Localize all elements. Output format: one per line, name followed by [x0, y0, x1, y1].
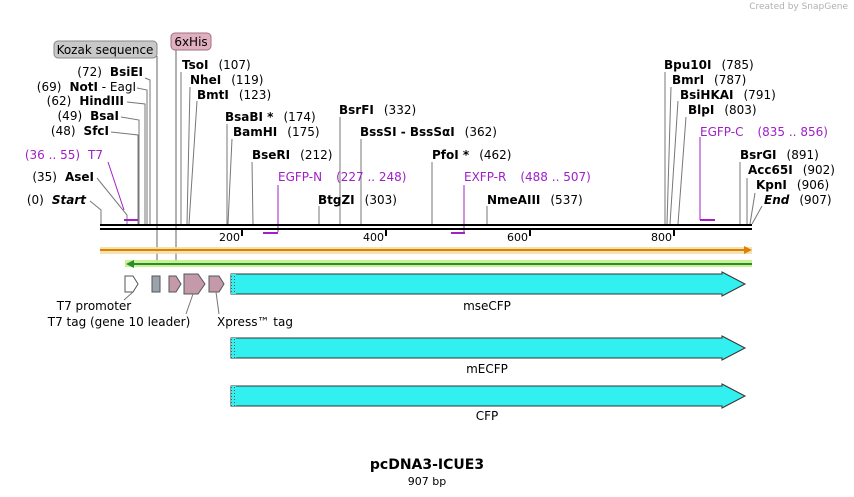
- feature-cfp[interactable]: [230, 383, 747, 409]
- primer-exfp-r[interactable]: EXFP-R(488 .. 507): [464, 170, 591, 184]
- feature-mecfp[interactable]: [230, 335, 747, 361]
- site-labels-left: (72)BsiEI (69)NotI - EagI (62)HindIII (4…: [25, 65, 143, 207]
- feature-kozak[interactable]: [151, 275, 161, 293]
- orf-forward[interactable]: [100, 246, 752, 254]
- site-tsoi[interactable]: TsoI(107): [182, 58, 251, 72]
- site-kpni[interactable]: KpnI(906): [756, 178, 829, 192]
- site-hindiii[interactable]: (62)HindIII: [47, 94, 124, 108]
- site-bsiei[interactable]: (72)BsiEI: [77, 65, 143, 79]
- label-cfp: CFP: [476, 409, 499, 423]
- primer-egfp-c[interactable]: EGFP-C(835 .. 856): [700, 125, 828, 139]
- callout-6xhis[interactable]: 6xHis: [170, 32, 212, 262]
- label-msecfp: mseCFP: [463, 299, 511, 313]
- feature-labels: T7 promoter T7 tag (gene 10 leader) Xpre…: [47, 291, 511, 423]
- dna-backbone: 200 400 600 800: [100, 224, 752, 244]
- plasmid-name: pcDNA3-ICUE3: [369, 457, 485, 473]
- site-bmri[interactable]: BmrI(787): [672, 73, 746, 87]
- site-bseri[interactable]: BseRI(212): [252, 148, 332, 162]
- kozak-label: Kozak sequence: [57, 43, 154, 57]
- site-btgzi[interactable]: BtgZI(303): [318, 193, 397, 207]
- site-acc65i[interactable]: Acc65I(902): [748, 163, 835, 177]
- site-bsihkai[interactable]: BsiHKAI(791): [680, 88, 776, 102]
- site-bpu10i[interactable]: Bpu10I(785): [664, 58, 754, 72]
- site-bsrgi[interactable]: BsrGI(891): [740, 148, 819, 162]
- site-start[interactable]: (0)Start: [27, 193, 87, 207]
- label-mecfp: mECFP: [466, 362, 508, 376]
- site-noti-eagi[interactable]: (69)NotI - EagI: [37, 80, 136, 94]
- site-bamhi[interactable]: BamHI(175): [233, 125, 320, 139]
- site-leaders: [180, 72, 763, 232]
- 6xhis-label: 6xHis: [174, 35, 207, 49]
- feature-t7-tag[interactable]: [183, 273, 206, 295]
- tick-400: 400: [363, 231, 384, 244]
- site-bsabi[interactable]: BsaBI *(174): [225, 110, 316, 124]
- site-bsai[interactable]: (49)BsaI: [58, 109, 120, 123]
- primer-egfp-n[interactable]: EGFP-N(227 .. 248): [278, 170, 407, 184]
- label-xpress-tag: Xpress™ tag: [217, 315, 293, 329]
- plasmid-length: 907 bp: [407, 475, 447, 488]
- site-bsssi[interactable]: BssSI - BssSαI(362): [360, 125, 497, 139]
- label-t7-promoter: T7 promoter: [56, 299, 132, 313]
- orf-reverse[interactable]: [125, 260, 752, 268]
- site-end[interactable]: End(907): [764, 193, 832, 207]
- primer-t7[interactable]: (36 .. 55)T7: [25, 148, 103, 162]
- feature-xpress-tag[interactable]: [208, 275, 225, 293]
- site-pfoi[interactable]: PfoI *(462): [432, 148, 511, 162]
- feature-msecfp[interactable]: [230, 271, 747, 297]
- site-labels-right: TsoI(107) NheI(119) BmtI(123) BsaBI *(17…: [182, 58, 835, 207]
- callout-kozak-sequence[interactable]: Kozak sequence: [53, 40, 158, 262]
- tick-200: 200: [219, 231, 240, 244]
- tick-600: 600: [507, 231, 528, 244]
- site-sfci[interactable]: (48)SfcI: [51, 124, 109, 138]
- primer-bars: [124, 219, 715, 234]
- site-bmti[interactable]: BmtI(123): [197, 88, 271, 102]
- label-t7-tag: T7 tag (gene 10 leader): [47, 315, 191, 329]
- scale-ticks: [241, 229, 675, 236]
- site-nmeaiii[interactable]: NmeAIII(537): [487, 193, 583, 207]
- feature-t7-promoter[interactable]: [124, 275, 139, 293]
- tick-800: 800: [651, 231, 672, 244]
- site-blpi[interactable]: BlpI(803): [688, 103, 757, 117]
- site-asei[interactable]: (35)AseI: [32, 170, 94, 184]
- site-nhei[interactable]: NheI(119): [190, 73, 263, 87]
- snapgene-credit: Created by SnapGene: [749, 2, 848, 12]
- site-bsrfi[interactable]: BsrFI(332): [339, 103, 416, 117]
- feature-6xhis[interactable]: [168, 275, 182, 293]
